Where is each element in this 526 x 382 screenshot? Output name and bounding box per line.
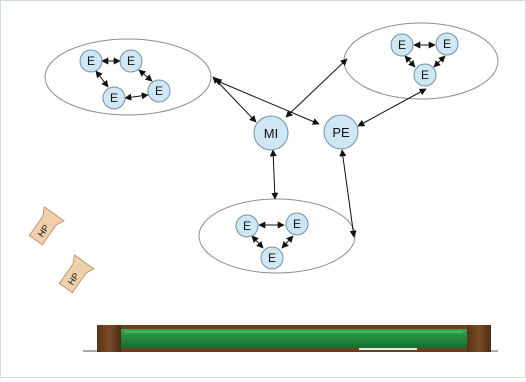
svg-text:PE: PE — [332, 125, 350, 140]
node-pe: PE — [323, 114, 359, 150]
svg-text:E: E — [398, 38, 406, 52]
node-e: E — [102, 86, 126, 110]
hp-plug-icon: HP — [58, 254, 95, 294]
svg-text:E: E — [268, 251, 276, 265]
node-e: E — [79, 49, 103, 73]
node-e: E — [119, 49, 143, 73]
node-e: E — [390, 33, 414, 57]
svg-text:MI: MI — [264, 126, 278, 141]
node-e: E — [435, 32, 459, 56]
chalkboard-icon — [83, 325, 498, 352]
arrow-cluster-left-mi — [212, 76, 257, 123]
cluster-top-left-arrows — [95, 57, 153, 101]
arrow-mi-cluster-right — [285, 58, 348, 118]
svg-text:E: E — [421, 68, 429, 82]
cluster-top-left — [44, 38, 212, 116]
arrow-mi-cluster-bottom — [269, 149, 279, 200]
node-e: E — [260, 246, 284, 270]
cluster-bottom-arrows — [251, 221, 294, 249]
node-e: E — [413, 63, 437, 87]
node-e: E — [235, 214, 259, 238]
hp-plug-icon: HP — [28, 206, 65, 246]
node-mi: MI — [253, 115, 289, 151]
node-e: E — [285, 212, 309, 236]
cluster-top-right — [343, 22, 499, 100]
svg-text:E: E — [243, 219, 251, 233]
arrow-pe-cluster-bottom — [339, 149, 357, 238]
arrow-pe-cluster-right — [357, 88, 427, 127]
svg-text:E: E — [443, 37, 451, 51]
svg-text:E: E — [87, 54, 95, 68]
svg-text:E: E — [110, 91, 118, 105]
svg-text:E: E — [293, 217, 301, 231]
main-arrows — [212, 58, 427, 238]
svg-text:E: E — [127, 54, 135, 68]
node-e: E — [147, 79, 171, 103]
svg-text:E: E — [155, 84, 163, 98]
cluster-top-right-arrows — [404, 41, 446, 68]
